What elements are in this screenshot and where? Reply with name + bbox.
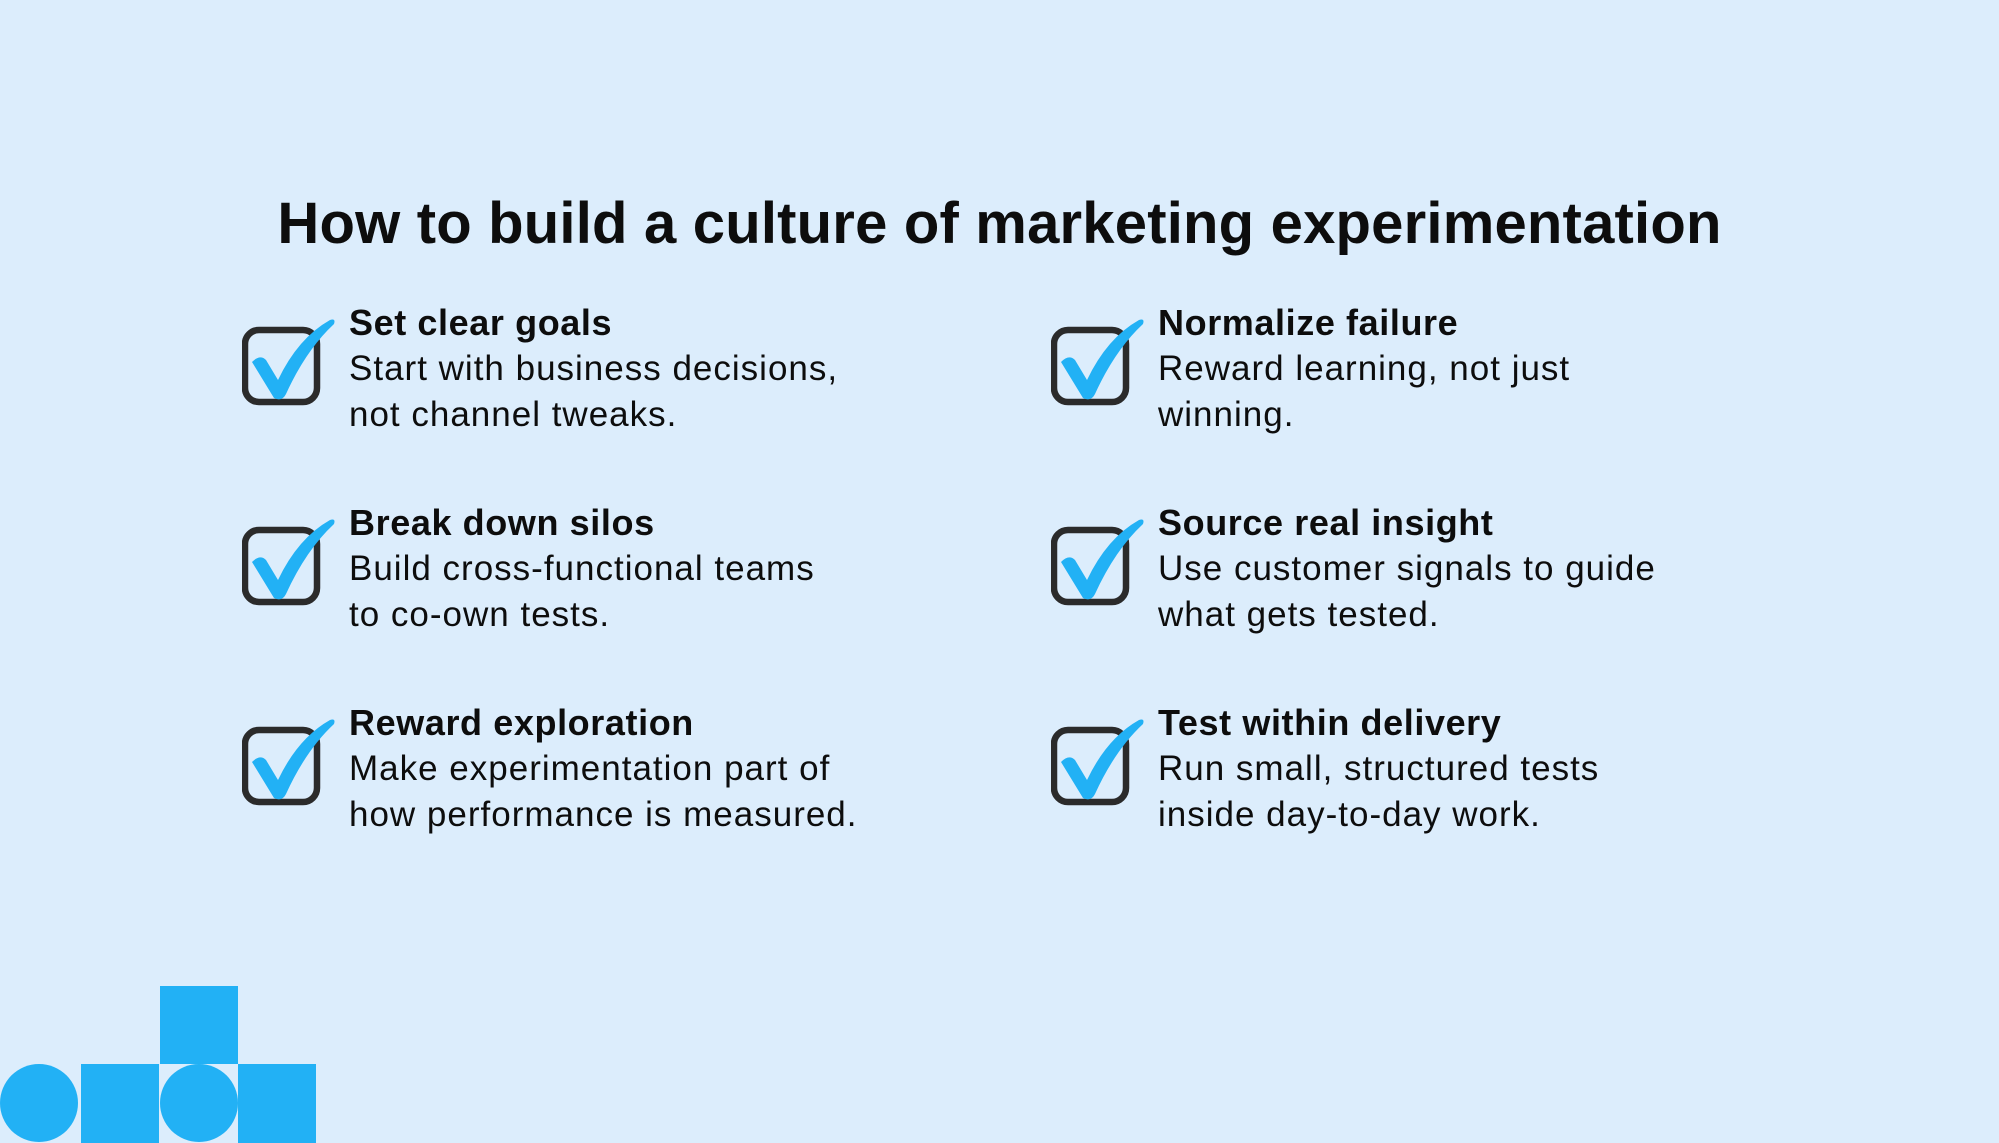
description-line: to co-own tests. [349,595,611,634]
item-description: Start with business decisions, not chann… [349,346,989,438]
description-line: Reward learning, not just [1158,349,1571,388]
item-description: Make experimentation part of how perform… [349,746,989,838]
description-line: Use customer signals to guide [1158,549,1656,588]
description-line: Start with business decisions, [349,349,839,388]
description-line: winning. [1158,395,1295,434]
circle-shape-icon [0,1064,78,1142]
description-line: Build cross-functional teams [349,549,815,588]
item-heading: Set clear goals [349,302,613,343]
square-shape-icon [81,1064,159,1143]
checkbox-checked-icon [242,319,335,406]
item-description: Reward learning, not just winning. [1158,346,1798,438]
item-heading: Test within delivery [1158,702,1502,743]
checkbox-checked-icon [242,519,335,606]
description-line: not channel tweaks. [349,395,678,434]
decorative-shapes [0,986,316,1143]
item-heading: Break down silos [349,502,655,543]
description-line: Run small, structured tests [1158,749,1600,788]
item-description: Build cross-functional teams to co-own t… [349,546,989,638]
square-shape-icon [160,986,238,1064]
checklist-item-source-real-insight: Source real insight Use customer signals… [1051,500,1691,650]
checklist-item-test-within-delivery: Test within delivery Run small, structur… [1051,700,1691,850]
item-heading: Reward exploration [349,702,694,743]
checklist-item-normalize-failure: Normalize failure Reward learning, not j… [1051,300,1691,450]
description-line: what gets tested. [1158,595,1440,634]
checkbox-checked-icon [1051,319,1144,406]
page-title: How to build a culture of marketing expe… [277,191,1722,256]
square-shape-icon [238,1064,316,1143]
item-heading: Source real insight [1158,502,1494,543]
checkbox-checked-icon [1051,519,1144,606]
checklist-item-set-clear-goals: Set clear goals Start with business deci… [242,300,882,450]
checklist-item-reward-exploration: Reward exploration Make experimentation … [242,700,882,850]
item-heading: Normalize failure [1158,302,1459,343]
checkbox-checked-icon [242,719,335,806]
checklist-item-break-down-silos: Break down silos Build cross-functional … [242,500,882,650]
checkbox-checked-icon [1051,719,1144,806]
circle-shape-icon [160,1064,238,1142]
item-description: Run small, structured tests inside day-t… [1158,746,1798,838]
description-line: how performance is measured. [349,795,858,834]
item-description: Use customer signals to guide what gets … [1158,546,1798,638]
description-line: inside day-to-day work. [1158,795,1541,834]
description-line: Make experimentation part of [349,749,831,788]
